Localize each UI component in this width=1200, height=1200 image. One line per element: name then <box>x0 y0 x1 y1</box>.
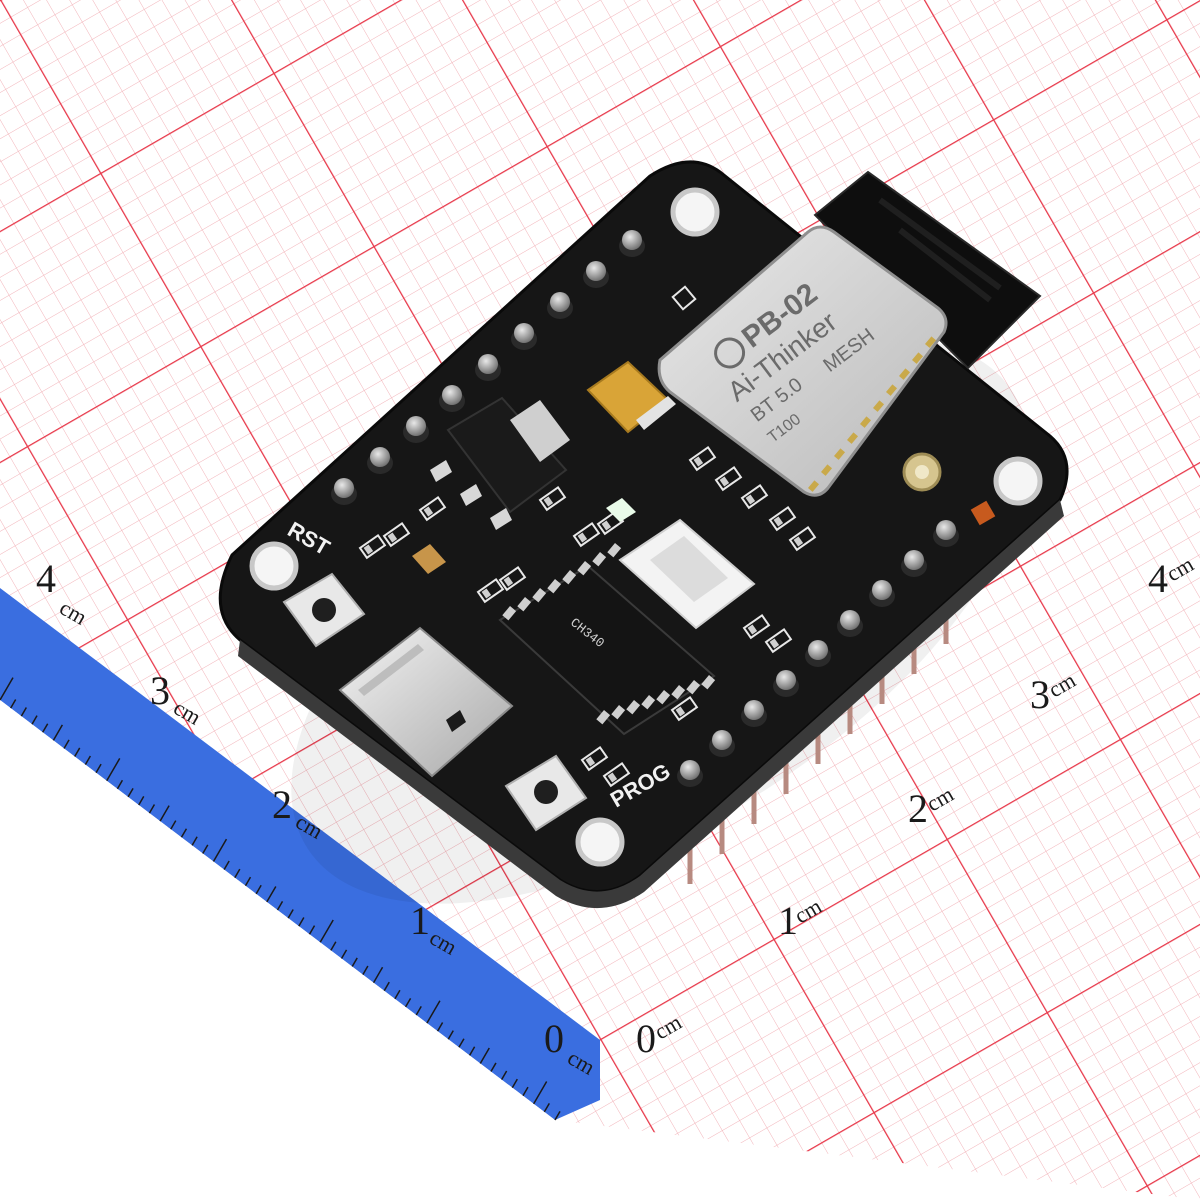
header-pin <box>773 670 799 697</box>
smd-footprint <box>768 505 797 532</box>
smd-footprint <box>788 525 817 552</box>
smd-footprint <box>382 521 411 548</box>
smd-footprint <box>688 445 717 472</box>
silkscreen-footprints <box>358 445 817 788</box>
ufl-connector <box>902 452 942 492</box>
header-row-right <box>677 520 959 787</box>
smd-footprint <box>572 521 601 548</box>
smd-footprint <box>358 533 387 560</box>
ruler-label-right-0: 0 <box>636 1016 656 1061</box>
test-pad <box>970 500 996 526</box>
smd-footprint <box>602 761 631 788</box>
ruler-label-4: 4 <box>36 556 56 601</box>
header-pin <box>869 580 895 607</box>
tantalum-capacitor <box>586 360 676 434</box>
header-pin <box>933 520 959 547</box>
smd-footprint <box>580 745 609 772</box>
mounting-hole <box>249 541 299 591</box>
smd-footprint <box>476 577 505 604</box>
small-capacitor <box>412 544 446 574</box>
header-pin <box>403 416 429 443</box>
smd-footprint <box>418 495 447 522</box>
mounting-holes <box>249 187 1043 867</box>
ruler-label-3: 3 <box>150 668 170 713</box>
header-pin <box>367 447 393 474</box>
ruler-label-right-4: 4 <box>1148 556 1168 601</box>
ruler-label-2: 2 <box>272 782 292 827</box>
smd-footprint <box>714 465 743 492</box>
micro-usb-port[interactable] <box>338 626 514 778</box>
prog-button[interactable] <box>504 754 588 832</box>
header-pin <box>709 730 735 757</box>
smd-footprint <box>764 627 793 654</box>
header-pin <box>475 354 501 381</box>
ble-module: PB-02 Ai-Thinker BT 5.0 MESH T100 <box>657 225 948 497</box>
ruler-label-right-2: 2 <box>908 786 928 831</box>
header-pin <box>439 385 465 412</box>
ruler-ticks <box>0 677 561 1121</box>
header-pin <box>901 550 927 577</box>
status-led <box>606 498 636 522</box>
smd-footprint <box>740 483 769 510</box>
aithinker-logo-icon <box>714 337 746 369</box>
header-pin <box>583 261 609 288</box>
ruler-band <box>0 588 1200 1200</box>
voltage-regulator <box>430 396 570 530</box>
ruler-label-0: 0 <box>544 1016 564 1061</box>
rgb-led <box>618 518 756 630</box>
smd-footprint <box>670 695 699 722</box>
mounting-hole <box>575 817 625 867</box>
header-pin <box>547 292 573 319</box>
smd-footprint <box>538 485 567 512</box>
ruler-label-right-3: 3 <box>1030 672 1050 717</box>
smd-footprint <box>498 565 527 592</box>
mounting-hole <box>993 456 1043 506</box>
ruler-label-1: 1 <box>410 898 430 943</box>
mounting-hole <box>670 187 720 237</box>
header-pin <box>805 640 831 667</box>
header-pin <box>741 700 767 727</box>
header-pin <box>511 323 537 350</box>
rst-button[interactable] <box>282 572 366 648</box>
header-pin <box>837 610 863 637</box>
header-pin <box>331 478 357 505</box>
ruler-label-right-1: 1 <box>778 898 798 943</box>
header-pin <box>677 760 703 787</box>
usb-serial-chip: CH340 <box>498 543 716 736</box>
smd-footprint <box>742 613 771 640</box>
header-row-left <box>331 230 697 505</box>
header-pin <box>619 230 645 257</box>
